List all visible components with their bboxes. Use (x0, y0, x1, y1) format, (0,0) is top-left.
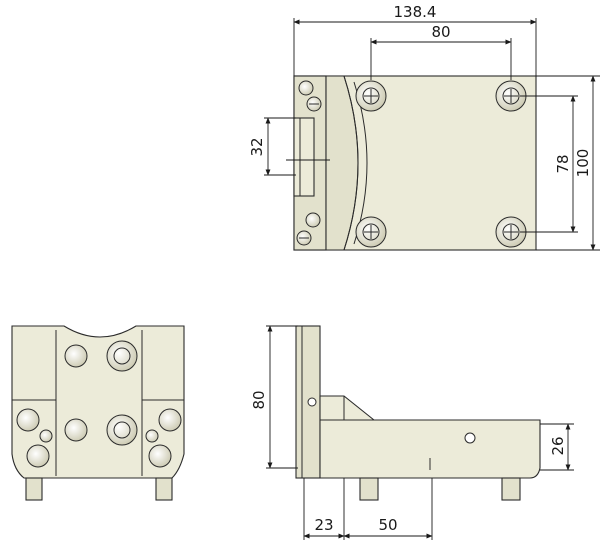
bolt-icon (355, 80, 387, 112)
dim-width-total: 138.4 (394, 3, 437, 21)
pin (359, 477, 379, 501)
dim-offset-a: 23 (314, 516, 333, 534)
bolt-icon (16, 340, 182, 468)
dim-offset-b: 50 (378, 516, 397, 534)
top-view-slot (293, 117, 315, 197)
side-view: 80 26 23 50 (250, 325, 574, 540)
side-view-body (319, 395, 541, 479)
pin (501, 477, 521, 501)
top-view: 138.4 80 32 78 100 (248, 3, 600, 251)
dim-bolt-spacing-h: 80 (431, 23, 450, 41)
foot (25, 477, 43, 501)
dim-bolt-spacing-v: 78 (554, 154, 572, 173)
small-screw-icon (296, 80, 322, 246)
dim-base-height: 26 (549, 436, 567, 455)
bolt-icon (355, 216, 387, 248)
foot (155, 477, 173, 501)
front-view-body (11, 325, 185, 479)
dim-side-height: 80 (250, 390, 268, 409)
dim-slot-width: 32 (248, 137, 266, 156)
dim-height-total: 100 (574, 149, 592, 178)
front-view (11, 325, 185, 501)
